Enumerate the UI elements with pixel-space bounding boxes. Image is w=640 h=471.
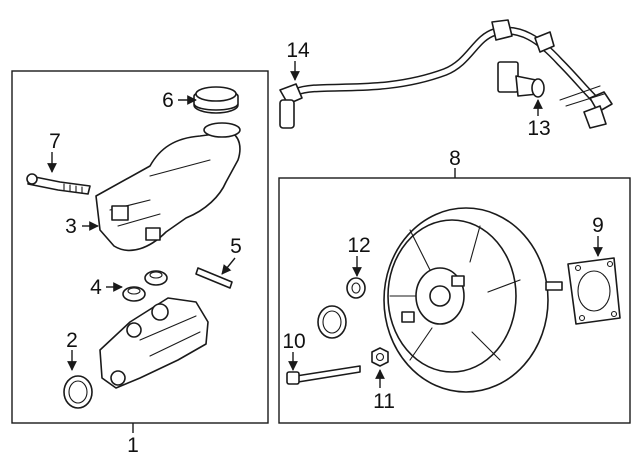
callout-10: 10 (282, 330, 305, 353)
callout-3: 3 (65, 215, 77, 238)
callout-2: 2 (66, 329, 78, 352)
vacuum-hose-drawing (279, 19, 613, 129)
booster-gasket-drawing (567, 257, 621, 325)
callout-6: 6 (162, 89, 174, 112)
seal-12-drawing (346, 277, 366, 299)
bolt-drawing (286, 365, 361, 385)
callout-9: 9 (592, 214, 604, 237)
master-cylinder-drawing (99, 297, 209, 389)
nut-drawing (371, 347, 389, 367)
callout-14: 14 (286, 39, 310, 62)
callout-1: 1 (127, 434, 139, 457)
pin-drawing (195, 267, 233, 289)
booster-o-ring-drawing (317, 305, 347, 339)
callout-4: 4 (90, 276, 102, 299)
leader-5 (221, 257, 236, 275)
fluid-reservoir-drawing (95, 122, 241, 252)
callout-13: 13 (527, 117, 550, 140)
level-sensor-drawing (26, 173, 91, 195)
callout-7: 7 (49, 130, 61, 153)
callout-12: 12 (347, 234, 370, 257)
callout-8: 8 (449, 147, 461, 170)
master-cylinder-group-frame (11, 70, 269, 424)
seal-ring-2-drawing (63, 375, 93, 409)
brake-booster-drawing (383, 207, 563, 393)
reservoir-cap-drawing (193, 86, 239, 114)
callout-11: 11 (373, 390, 395, 413)
vacuum-sensor-drawing (497, 61, 545, 98)
callout-5: 5 (230, 235, 242, 258)
grommets-drawing (122, 270, 168, 302)
